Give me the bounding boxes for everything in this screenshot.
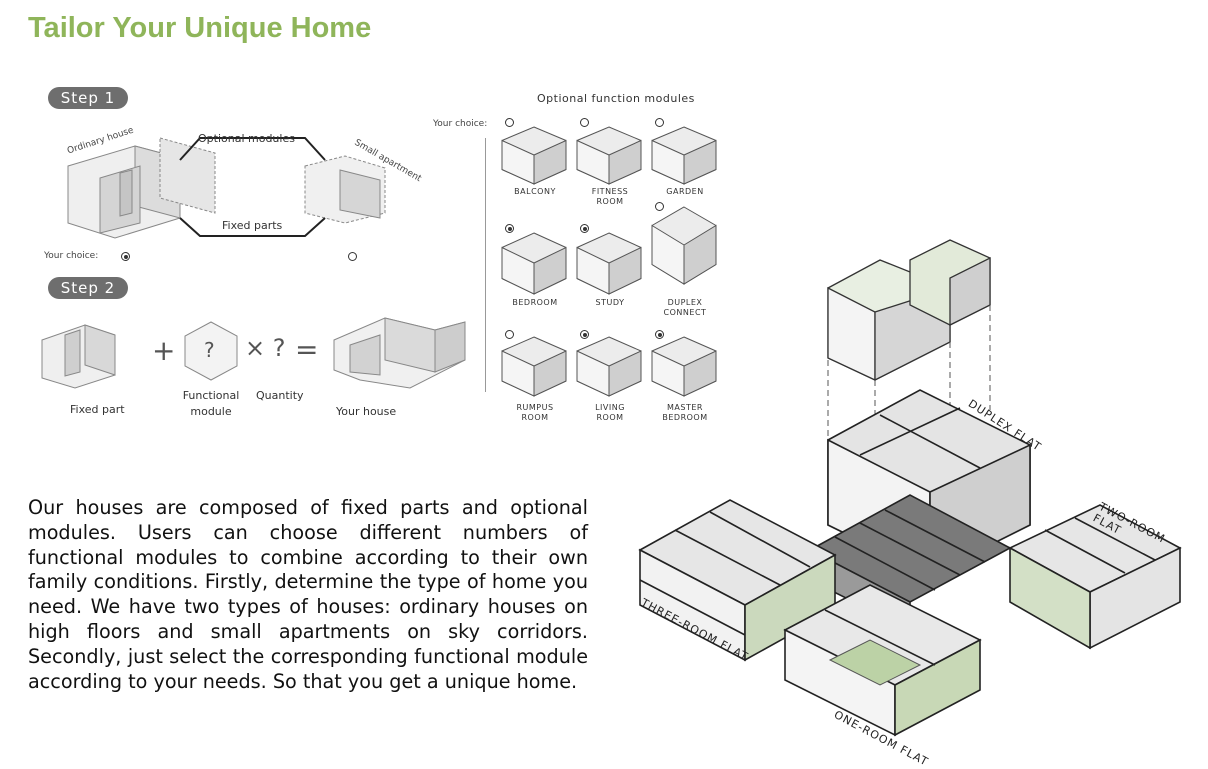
module-label-balcony: BALCONY [495, 187, 575, 197]
page-title: Tailor Your Unique Home [28, 12, 372, 44]
module-radio-living[interactable] [580, 330, 589, 339]
step2-pill: Step 2 [48, 277, 128, 299]
functional-label: Functional [182, 389, 240, 402]
fixed-parts-label: Fixed parts [222, 219, 283, 232]
module-label-line1: STUDY [595, 298, 625, 307]
step1-choice-label: Your choice: [44, 251, 99, 261]
module-label-line1: FITNESS [591, 187, 629, 196]
module-radio-fitness[interactable] [580, 118, 589, 127]
module-label-line2: ROOM [596, 413, 624, 422]
ordinary-house-radio[interactable] [121, 252, 130, 261]
quantity-label: Quantity [256, 389, 304, 402]
modules-choice-label: Your choice: [433, 119, 488, 129]
step1-diagram [67, 137, 386, 239]
times-quantity: × ? [245, 334, 286, 362]
module-question-mark: ? [204, 338, 215, 362]
module-image-rumpus[interactable] [501, 336, 571, 398]
module-label-bedroom: BEDROOM [495, 298, 575, 308]
your-house-sketch [333, 317, 466, 389]
module-radio-bedroom[interactable] [505, 224, 514, 233]
exploded-axonometric [638, 239, 1182, 737]
module-image-balcony[interactable] [501, 126, 571, 186]
module-image-fitness[interactable] [576, 126, 646, 186]
module-label-study: STUDY [570, 298, 650, 308]
module-label-line1: MASTER [667, 403, 703, 412]
module-label-line1: RUMPUS [516, 403, 554, 412]
small-apartment-radio[interactable] [348, 252, 357, 261]
module-label-line1: LIVING [595, 403, 625, 412]
module-radio-master[interactable] [655, 330, 664, 339]
module-radio-garden[interactable] [655, 118, 664, 127]
fixed-part-sketch [41, 324, 116, 389]
module-radio-rumpus[interactable] [505, 330, 514, 339]
module-label-line1: BEDROOM [512, 298, 558, 307]
fixed-part-label: Fixed part [70, 403, 125, 416]
module-label-line1: GARDEN [666, 187, 704, 196]
module-image-master[interactable] [651, 336, 721, 398]
optional-modules-label: Optional modules [198, 132, 295, 145]
functional-module-hexagon [184, 321, 238, 381]
module-label-line2: CONNECT [663, 308, 707, 317]
module-image-duplex[interactable] [651, 206, 721, 286]
module-image-bedroom[interactable] [501, 232, 571, 296]
module-image-living[interactable] [576, 336, 646, 398]
modules-heading: Optional function modules [537, 92, 695, 105]
your-house-label: Your house [336, 405, 397, 418]
module-label-garden: GARDEN [645, 187, 725, 197]
module-label-line2: BEDROOM [662, 413, 708, 422]
module-label: module [190, 405, 232, 418]
plus-sign: + [152, 334, 176, 367]
module-label-line1: BALCONY [514, 187, 556, 196]
divider-line [485, 138, 486, 392]
module-label-line2: ROOM [521, 413, 549, 422]
module-image-study[interactable] [576, 232, 646, 296]
equals-sign: = [295, 333, 319, 366]
description-text: Our houses are composed of fixed parts a… [28, 496, 588, 693]
module-radio-study[interactable] [580, 224, 589, 233]
step1-pill: Step 1 [48, 87, 128, 109]
module-label-line2: ROOM [596, 197, 624, 206]
module-image-garden[interactable] [651, 126, 721, 186]
module-label-line1: DUPLEX [667, 298, 703, 307]
module-radio-balcony[interactable] [505, 118, 514, 127]
module-radio-duplex[interactable] [655, 202, 664, 211]
